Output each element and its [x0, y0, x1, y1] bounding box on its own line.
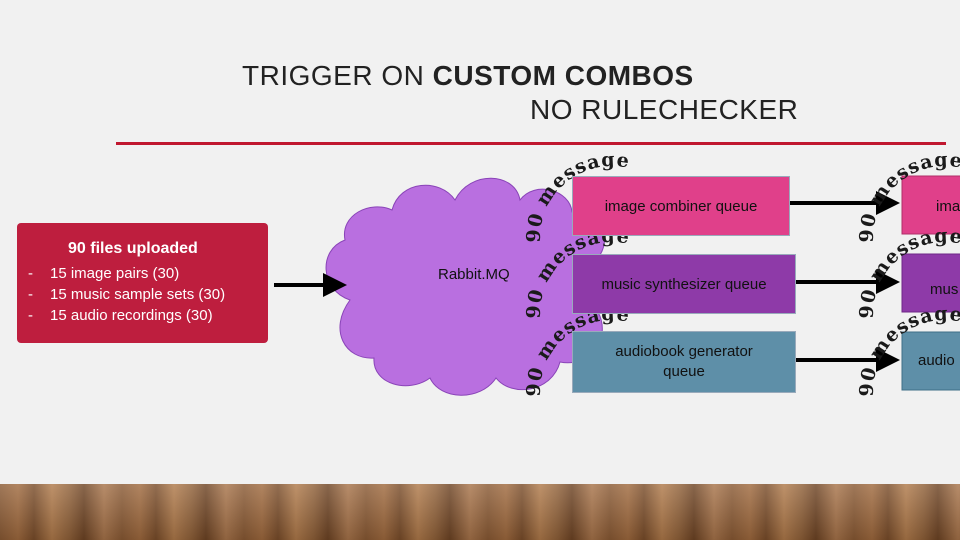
queue-label: music synthesizer queue: [601, 275, 767, 293]
downstream-box-music: [901, 253, 960, 313]
files-item-text: 15 audio recordings (30): [50, 307, 213, 324]
downstream-label-music: mus: [930, 281, 958, 298]
queue-label-line1: audiobook generator: [615, 343, 753, 360]
queue-label: image combiner queue: [604, 197, 758, 215]
queue-label-line2: queue: [663, 363, 705, 380]
image-combiner-queue: image combiner queue: [572, 176, 790, 236]
title-bold: CUSTOM COMBOS: [432, 60, 694, 91]
downstream-label-audio: audio: [918, 352, 955, 369]
audiobook-generator-queue: audiobook generator queue: [572, 331, 796, 393]
files-item-text: 15 music sample sets (30): [50, 286, 226, 303]
files-heading: 90 files uploaded: [68, 240, 198, 257]
title-prefix: TRIGGER ON: [242, 60, 433, 91]
page-title-line2: NO RULECHECKER: [530, 94, 799, 125]
files-item-text: 15 image pairs (30): [50, 265, 180, 282]
files-uploaded-box: [17, 223, 268, 343]
files-item-image-pairs: -15 image pairs (30): [28, 265, 179, 282]
downstream-box-image: [901, 175, 960, 235]
message-count-label: 90 messages: [0, 0, 631, 243]
wood-floor: [0, 484, 960, 540]
downstream-box-audio: [901, 331, 960, 391]
music-synthesizer-queue: music synthesizer queue: [572, 254, 796, 314]
page-title-line1: TRIGGER ON CUSTOM COMBOS: [242, 60, 694, 92]
list-dash: -: [28, 307, 33, 324]
rabbitmq-label: Rabbit.MQ: [438, 266, 510, 283]
files-item-audio-recordings: -15 audio recordings (30): [28, 307, 213, 324]
title-underline: [116, 142, 946, 145]
list-dash: -: [28, 265, 33, 282]
files-item-music-sets: -15 music sample sets (30): [28, 286, 225, 303]
downstream-label-image: ima: [936, 198, 960, 215]
list-dash: -: [28, 286, 33, 303]
